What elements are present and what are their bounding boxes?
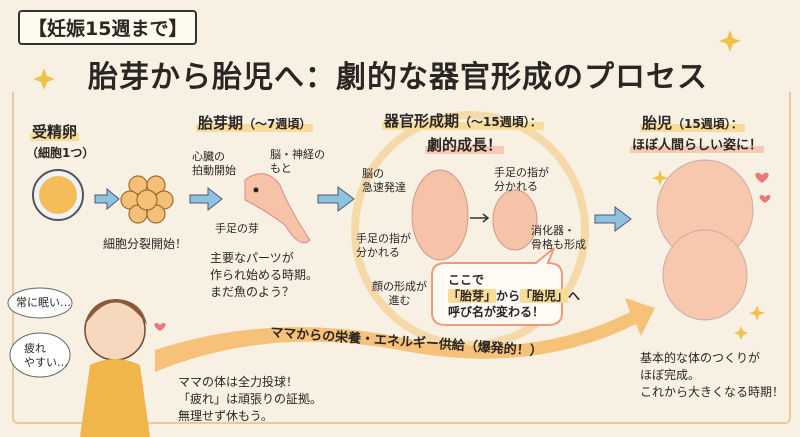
speech-bubble [431,247,563,326]
dividing-cells [120,175,174,224]
sparkle-icon [33,30,765,340]
label-brain-nerve: 脳・神経の もと [270,148,325,175]
early-fetus [411,169,469,261]
fetus-small [492,189,538,251]
bubble-to: へ [568,289,581,303]
stage3-subtitle: 劇的成長！ [425,134,505,155]
stage4-subtitle-text: ほぼ人間らしい姿に！ [630,138,765,153]
stage1-subtitle: （細胞1つ） [26,146,95,160]
name-change-bubble: ここで 「胎芽」から「胎児」へ 呼び名が変わる！ [448,272,580,320]
thought-tired: 疲れ やすい… [24,342,68,369]
stage4-title-text: 胎児 [642,114,673,132]
label-brain-growth: 脳の 急速発達 [362,167,406,194]
stage2-title-text: 胎芽期 [198,114,244,132]
stage3-title: 器官形成期（～15週頃）： [382,110,544,131]
thought-cloud [9,332,71,378]
label-limb-buds: 手足の芽 [215,222,259,235]
stage3-title-text: 器官形成期 [384,112,460,130]
stage2-title: 胎芽期（～7週頃） [196,112,314,133]
stage3-subtitle-text: 劇的成長！ [425,136,505,154]
stage1-title-text: 受精卵 [30,123,80,141]
stage3-period: （～15週頃）： [459,115,542,129]
stage1-caption: 細胞分裂開始！ [103,237,188,251]
bubble-line3: 呼び名が変わる！ [448,305,545,319]
bubble-line1: ここで [448,273,485,287]
mama-body [80,359,150,437]
arrow-right-icon [94,186,632,232]
heart-icon [154,172,771,331]
bubble-fetus: 「胎児」 [520,289,569,303]
label-heart: 心臓の 拍動開始 [192,150,236,177]
stage4-subtitle: ほぼ人間らしい姿に！ [630,134,765,153]
label-fingers-right: 手足の指が 分かれる [494,166,549,193]
label-fingers-left: 手足の指が 分かれる [356,232,411,259]
frame-border [12,92,791,424]
thought-sleepy: 常に眠い… [16,296,71,309]
page-title: 胎芽から胎児へ：劇的な器官形成のプロセス [88,60,708,95]
label-organs: 消化器・ 骨格も形成 [531,224,586,251]
bubble-embryo: 「胎芽」 [448,289,497,303]
stage1-title: 受精卵 [30,121,80,142]
mama-desc: ママの体は全力投球！ 「疲れ」は頑張りの証拠。 無理せず休もう。 [178,375,323,423]
label-face: 顔の形成が 進む [372,280,427,307]
stage4-period: （15週頃）： [672,117,743,131]
thought-cloud [7,287,73,319]
bubble-from: から [496,289,521,303]
stage4-desc: 基本的な体のつくりが ほぼ完成。 これから大きくなる時期！ [640,351,785,399]
period-tag: 【妊娠15週まで】 [18,10,198,45]
stage2-desc: 主要なパーツが 作られ始める時期。 まだ魚のよう？ [210,251,319,299]
stage2-period: （～7週頃） [243,117,312,131]
embryo [244,173,311,244]
nutrition-arrow [155,298,655,372]
stage4-title: 胎児（15週頃）： [640,112,745,133]
